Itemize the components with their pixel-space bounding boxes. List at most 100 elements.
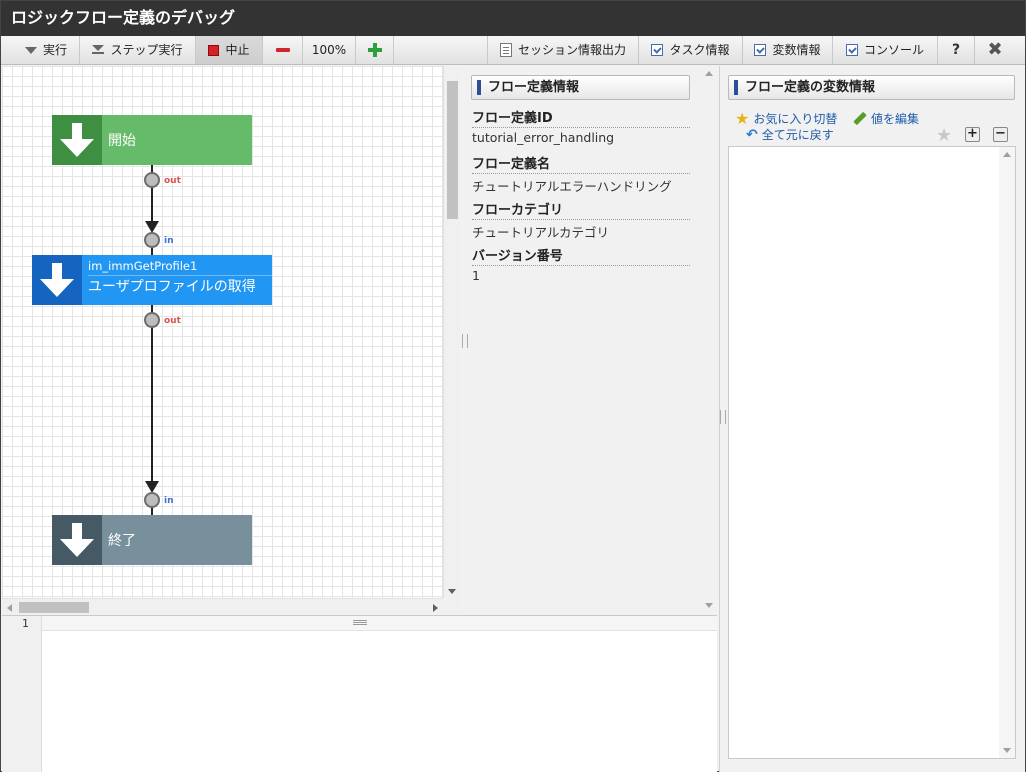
down-arrow-icon bbox=[60, 523, 94, 557]
reset-all-link[interactable]: ↶ 全て元に戻す bbox=[746, 126, 834, 143]
console-label: コンソール bbox=[863, 43, 924, 57]
end-node-body: 終了 bbox=[102, 515, 252, 565]
edit-value-label: 値を編集 bbox=[871, 112, 920, 126]
task-node[interactable]: im_immGetProfile1 ユーザプロファイルの取得 bbox=[32, 255, 272, 305]
checkbox-icon bbox=[845, 44, 858, 56]
flow-name-label: フロー定義名 bbox=[472, 153, 690, 174]
end-node-label: 終了 bbox=[108, 533, 136, 549]
variable-info-toggle[interactable]: 変数情報 bbox=[743, 36, 833, 64]
step-run-button[interactable]: ステップ実行 bbox=[80, 36, 196, 64]
undo-icon: ↶ bbox=[746, 126, 758, 143]
zoom-out-icon bbox=[275, 48, 290, 52]
canvas-horizontal-scrollbar[interactable] bbox=[2, 598, 443, 615]
checkbox-icon bbox=[651, 44, 664, 56]
help-button[interactable]: ? bbox=[938, 36, 975, 64]
scrollbar-thumb[interactable] bbox=[19, 602, 89, 613]
stop-button[interactable]: 中止 bbox=[196, 36, 263, 64]
variables-tree[interactable] bbox=[728, 146, 1016, 759]
start-node-body: 開始 bbox=[102, 115, 252, 165]
console-resize-bar[interactable] bbox=[42, 616, 717, 631]
task-out-port-label: out bbox=[164, 316, 181, 326]
flow-canvas[interactable]: 開始 out in im_immGetProfile1 ユーザプロファイルの取得… bbox=[2, 66, 443, 598]
flow-category-label: フローカテゴリ bbox=[472, 199, 690, 220]
stop-icon bbox=[208, 44, 220, 56]
close-button[interactable]: ✖ bbox=[975, 36, 1015, 64]
scroll-right-icon[interactable] bbox=[433, 604, 438, 612]
star-icon: ★ bbox=[735, 108, 750, 128]
expand-all-button[interactable]: + bbox=[965, 127, 980, 142]
run-label: 実行 bbox=[42, 43, 67, 57]
session-output-label: セッション情報出力 bbox=[517, 43, 626, 57]
end-node[interactable]: 終了 bbox=[52, 515, 252, 565]
pencil-icon bbox=[853, 111, 867, 126]
connector-line bbox=[151, 508, 153, 515]
console-toggle[interactable]: コンソール bbox=[833, 36, 938, 64]
reset-all-label: 全て元に戻す bbox=[761, 128, 834, 142]
canvas-vertical-scrollbar[interactable] bbox=[443, 66, 460, 598]
checkbox-icon bbox=[754, 44, 767, 56]
task-node-id: im_immGetProfile1 bbox=[88, 259, 198, 273]
scroll-down-icon[interactable] bbox=[448, 589, 456, 594]
favorite-star-icon[interactable]: ★ bbox=[936, 125, 953, 146]
start-node-icon-box bbox=[52, 115, 102, 165]
run-button[interactable]: 実行 bbox=[13, 36, 80, 64]
connector-arrowhead bbox=[145, 221, 159, 233]
task-info-label: タスク情報 bbox=[669, 43, 730, 57]
start-out-port[interactable] bbox=[144, 172, 160, 188]
task-node-label: ユーザプロファイルの取得 bbox=[88, 275, 272, 298]
zoom-in-button[interactable] bbox=[356, 36, 394, 64]
line-number: 1 bbox=[22, 617, 29, 630]
flow-id-label: フロー定義ID bbox=[472, 107, 690, 128]
console-gutter: 1 bbox=[2, 616, 42, 772]
variables-header: フロー定義の変数情報 bbox=[728, 75, 1015, 100]
scroll-up-icon[interactable] bbox=[1003, 152, 1011, 157]
console-panel[interactable]: 1 bbox=[2, 615, 717, 772]
zoom-out-button[interactable] bbox=[263, 36, 303, 64]
edit-value-link[interactable]: 値を編集 bbox=[853, 110, 919, 127]
help-icon: ? bbox=[951, 42, 961, 58]
favorite-toggle-link[interactable]: ★ お気に入り切替 bbox=[735, 110, 837, 127]
flow-category-value: チュートリアルカテゴリ bbox=[472, 225, 610, 240]
connector-arrowhead bbox=[145, 481, 159, 493]
task-info-toggle[interactable]: タスク情報 bbox=[639, 36, 743, 64]
scroll-left-icon[interactable] bbox=[7, 604, 12, 612]
task-out-port[interactable] bbox=[144, 312, 160, 328]
end-node-icon-box bbox=[52, 515, 102, 565]
collapse-all-button[interactable]: − bbox=[993, 127, 1008, 142]
splitter-handle[interactable] bbox=[462, 334, 468, 348]
variables-scrollbar[interactable] bbox=[999, 147, 1015, 758]
step-run-label: ステップ実行 bbox=[110, 43, 183, 57]
run-icon bbox=[24, 46, 37, 54]
scroll-down-icon[interactable] bbox=[705, 603, 713, 608]
session-output-button[interactable]: セッション情報出力 bbox=[487, 36, 639, 64]
scroll-up-icon[interactable] bbox=[705, 71, 713, 76]
down-arrow-icon bbox=[60, 123, 94, 157]
splitter-handle[interactable] bbox=[720, 410, 726, 424]
connector-line bbox=[151, 328, 153, 482]
end-in-port-label: in bbox=[164, 496, 174, 506]
favorite-toggle-label: お気に入り切替 bbox=[753, 112, 838, 126]
zoom-in-icon bbox=[367, 43, 382, 57]
zoom-level: 100% bbox=[303, 36, 356, 64]
version-value: 1 bbox=[472, 268, 480, 283]
end-in-port[interactable] bbox=[144, 492, 160, 508]
stop-label: 中止 bbox=[225, 43, 250, 57]
task-node-icon-box bbox=[32, 255, 82, 305]
zoom-value: 100% bbox=[311, 43, 347, 57]
scroll-down-icon[interactable] bbox=[1003, 748, 1011, 753]
resize-grip-icon[interactable] bbox=[353, 620, 367, 625]
step-icon bbox=[92, 45, 105, 55]
start-node[interactable]: 開始 bbox=[52, 115, 252, 165]
version-label: バージョン番号 bbox=[472, 245, 690, 266]
toolbar: 実行 ステップ実行 中止 100% セッション情報出力 タスク情報 bbox=[1, 36, 1025, 65]
scrollbar-thumb[interactable] bbox=[447, 81, 458, 219]
close-icon: ✖ bbox=[987, 39, 1003, 60]
scrollbar-corner bbox=[443, 598, 460, 615]
definition-info-panel: フロー定義情報 フロー定義ID tutorial_error_handling … bbox=[461, 66, 717, 615]
connector-line bbox=[151, 188, 153, 222]
connector-line bbox=[151, 165, 153, 173]
task-in-port[interactable] bbox=[144, 232, 160, 248]
document-icon bbox=[499, 43, 512, 57]
variable-info-label: 変数情報 bbox=[772, 43, 821, 57]
